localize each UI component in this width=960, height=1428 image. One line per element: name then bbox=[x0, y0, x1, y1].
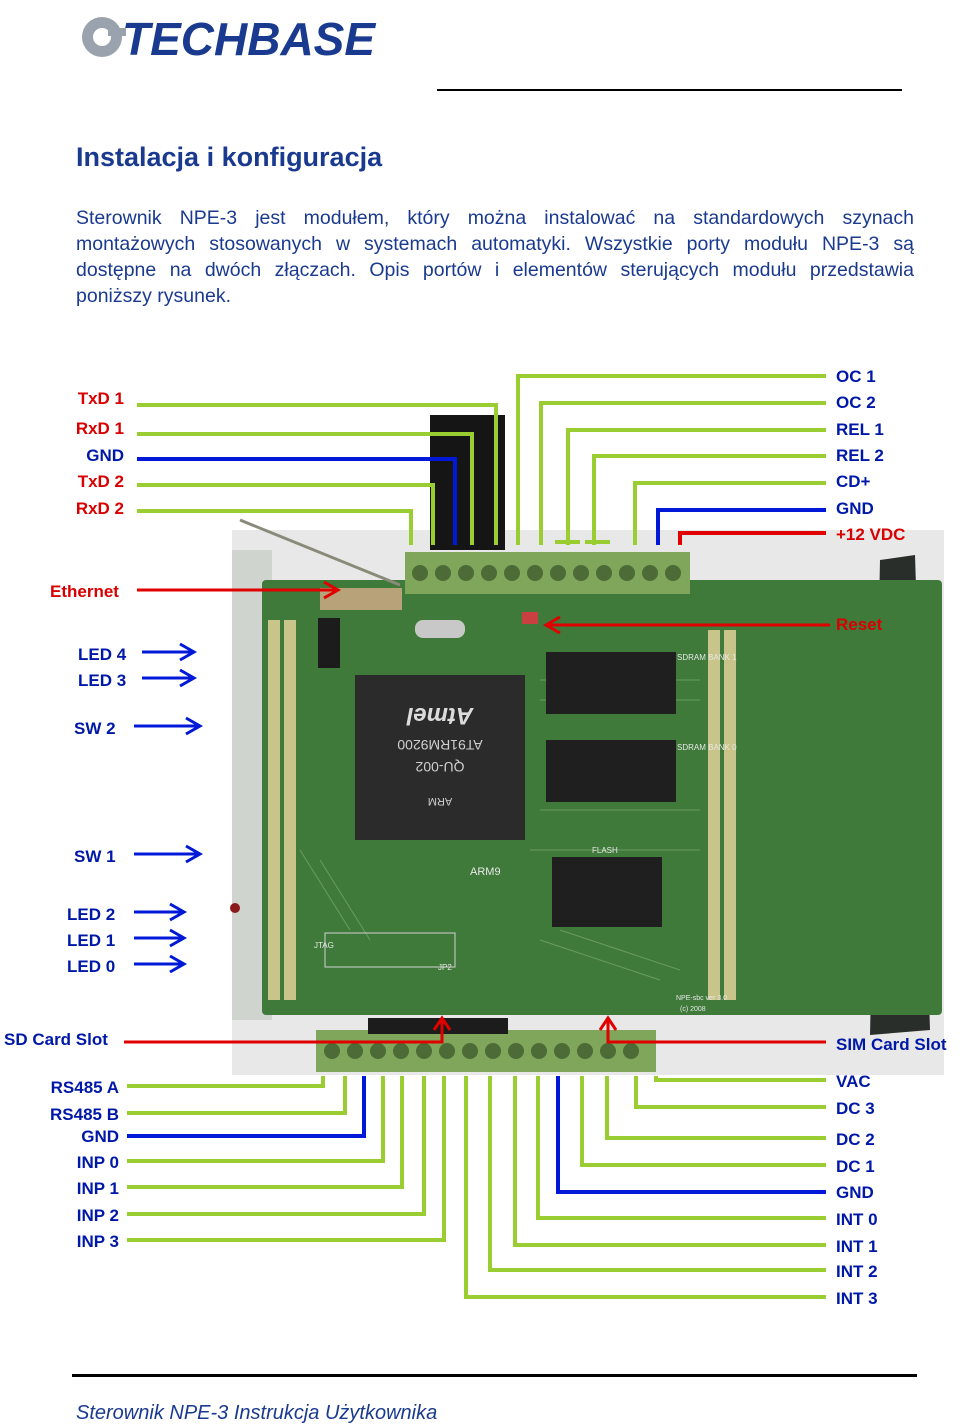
top-terminal-screws bbox=[412, 565, 681, 581]
label-txd2: TxD 2 bbox=[78, 472, 124, 491]
label-oc1: OC 1 bbox=[836, 367, 876, 386]
bottom-left-green-wires bbox=[127, 1076, 446, 1242]
flash-silk: FLASH bbox=[592, 846, 618, 855]
jtag-silk: JTAG bbox=[314, 941, 334, 950]
label-int2: INT 2 bbox=[836, 1262, 878, 1281]
label-int0: INT 0 bbox=[836, 1210, 878, 1229]
label-vac: VAC bbox=[836, 1072, 871, 1091]
antenna-cable bbox=[239, 518, 401, 587]
sdram1-silk: SDRAM BANK 1 bbox=[677, 653, 737, 662]
gsm-antenna bbox=[430, 415, 505, 550]
label-cd-plus: CD+ bbox=[836, 472, 871, 491]
chip-model-text: AT91RM9200 bbox=[397, 737, 483, 753]
label-inp1: INP 1 bbox=[77, 1179, 119, 1198]
label-ethernet: Ethernet bbox=[50, 582, 119, 601]
label-gnd-bottom-right: GND bbox=[836, 1183, 874, 1202]
board-diagram: ARM QU-002 AT91RM9200 Atmel SDRAM BANK 1… bbox=[4, 367, 947, 1308]
bottom-right-gnd-wire bbox=[556, 1076, 826, 1194]
left-blue-arrows bbox=[134, 642, 204, 974]
label-inp3: INP 3 bbox=[77, 1232, 119, 1251]
label-led4: LED 4 bbox=[78, 645, 127, 664]
antenna-connector bbox=[320, 588, 402, 610]
ethernet-jack bbox=[318, 618, 340, 668]
top-right-green-wires bbox=[516, 374, 826, 545]
footer-rule bbox=[72, 1374, 917, 1377]
bottom-terminal-screws bbox=[324, 1043, 639, 1059]
label-sw1: SW 1 bbox=[74, 847, 116, 866]
label-oc2: OC 2 bbox=[836, 393, 876, 412]
label-rxd2: RxD 2 bbox=[76, 499, 124, 518]
sdram0-silk: SDRAM BANK 0 bbox=[677, 743, 737, 752]
logo-wordmark: TECHBASE bbox=[122, 13, 376, 65]
main-cpu-chip bbox=[355, 675, 525, 840]
chip-brand-text: Atmel bbox=[405, 702, 474, 729]
label-gnd-top-left: GND bbox=[86, 446, 124, 465]
power-wire bbox=[678, 531, 826, 545]
label-gnd-bottom-left: GND bbox=[81, 1127, 119, 1146]
label-12vdc: +12 VDC bbox=[836, 525, 905, 544]
label-rel2: REL 2 bbox=[836, 446, 884, 465]
label-sd-card-slot: SD Card Slot bbox=[4, 1030, 108, 1049]
footer-text: Sterownik NPE-3 Instrukcja Użytkownika bbox=[76, 1402, 438, 1424]
label-sw2: SW 2 bbox=[74, 719, 116, 738]
sdram-bank-1-chip bbox=[546, 652, 676, 714]
pin-headers bbox=[268, 620, 736, 1000]
intro-paragraph: Sterownik NPE-3 jest modułem, który możn… bbox=[76, 207, 914, 307]
label-inp0: INP 0 bbox=[77, 1153, 119, 1172]
led-indicator bbox=[230, 903, 240, 913]
sd-card-arrow bbox=[124, 1015, 452, 1044]
label-dc1: DC 1 bbox=[836, 1157, 875, 1176]
header-rule bbox=[437, 89, 902, 91]
top-left-gnd-wire bbox=[137, 457, 457, 545]
label-int3: INT 3 bbox=[836, 1289, 878, 1308]
label-dc2: DC 2 bbox=[836, 1130, 875, 1149]
label-txd1: TxD 1 bbox=[78, 389, 124, 408]
copyright-silk: (c) 2008 bbox=[680, 1006, 706, 1013]
top-right-gnd-wire bbox=[656, 508, 826, 545]
label-led2: LED 2 bbox=[67, 905, 115, 924]
label-reset: Reset bbox=[836, 615, 883, 634]
label-dc3: DC 3 bbox=[836, 1099, 875, 1118]
flash-chip bbox=[552, 857, 662, 927]
label-led3: LED 3 bbox=[78, 671, 126, 690]
label-led1: LED 1 bbox=[67, 931, 115, 950]
page-title: Instalacja i konfiguracja bbox=[76, 142, 383, 172]
label-inp2: INP 2 bbox=[77, 1206, 119, 1225]
label-gnd-top-right: GND bbox=[836, 499, 874, 518]
bottom-right-green-wires bbox=[464, 1076, 826, 1299]
techbase-logo: TECHBASE bbox=[82, 13, 376, 65]
chip-arm-text: ARM bbox=[428, 795, 452, 807]
sdram-bank-0-chip bbox=[546, 740, 676, 802]
label-led0: LED 0 bbox=[67, 957, 115, 976]
arm9-silk: ARM9 bbox=[470, 866, 501, 878]
reset-button bbox=[522, 612, 538, 624]
label-rs485b: RS485 B bbox=[50, 1105, 119, 1124]
label-int1: INT 1 bbox=[836, 1237, 878, 1256]
label-sim-card-slot: SIM Card Slot bbox=[836, 1035, 947, 1054]
chip-sub-text: QU-002 bbox=[415, 759, 464, 775]
jtag-header bbox=[324, 932, 456, 968]
label-rel1: REL 1 bbox=[836, 420, 884, 439]
top-left-green-wires bbox=[137, 403, 498, 545]
label-rs485a: RS485 A bbox=[51, 1078, 119, 1097]
bottom-left-gnd-wire bbox=[127, 1076, 366, 1138]
ethernet-arrow bbox=[137, 580, 342, 600]
crystal bbox=[415, 620, 465, 638]
version-silk: NPE-sbc ver 3.0 bbox=[676, 995, 727, 1002]
label-rxd1: RxD 1 bbox=[76, 419, 124, 438]
sim-card-arrow bbox=[598, 1015, 826, 1044]
reset-arrow bbox=[542, 615, 830, 635]
